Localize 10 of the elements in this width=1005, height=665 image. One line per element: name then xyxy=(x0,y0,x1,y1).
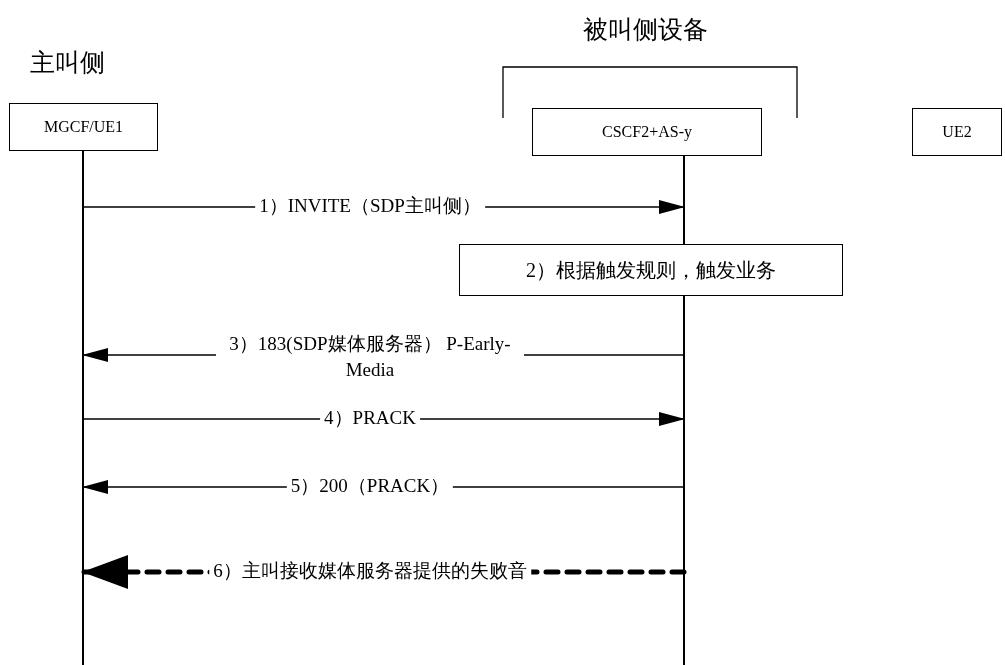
lifeline xyxy=(683,156,685,665)
entity-box: MGCF/UE1 xyxy=(9,103,158,151)
entity-box: UE2 xyxy=(912,108,1002,156)
lifeline xyxy=(82,151,84,665)
group-label: 被叫侧设备 xyxy=(583,15,708,45)
edge-label: 6）主叫接收媒体服务器提供的失败音 xyxy=(209,558,531,584)
edge-label: 1）INVITE（SDP主叫侧） xyxy=(255,193,485,219)
step-box: 2）根据触发规则，触发业务 xyxy=(459,244,843,296)
entity-box: CSCF2+AS-y xyxy=(532,108,762,156)
group-label: 主叫侧 xyxy=(30,48,105,78)
